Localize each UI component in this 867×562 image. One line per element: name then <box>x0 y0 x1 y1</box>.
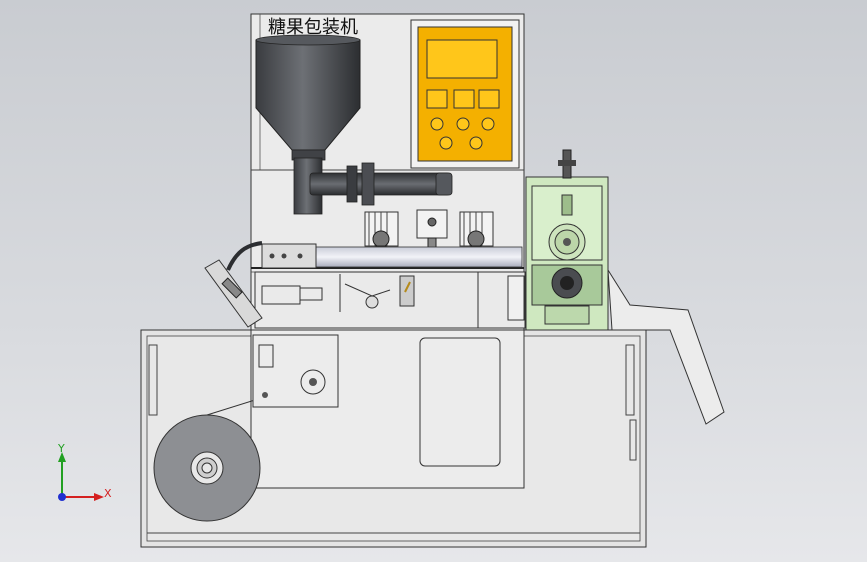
control-panel[interactable] <box>410 19 520 169</box>
gearbox <box>525 149 609 331</box>
y-axis-label: Y <box>57 442 65 455</box>
panel-button-3[interactable] <box>478 89 500 109</box>
panel-button-2[interactable] <box>453 89 475 109</box>
hopper <box>255 34 453 215</box>
z-axis-marker <box>58 493 66 501</box>
round-button-5[interactable] <box>469 136 483 150</box>
round-button-2[interactable] <box>456 117 470 131</box>
round-button-3[interactable] <box>481 117 495 131</box>
x-axis-label: X <box>104 487 112 500</box>
display-screen <box>426 39 498 79</box>
drive-mechanism <box>254 271 526 329</box>
axis-triad: Y X <box>57 442 112 501</box>
guide-rod <box>261 243 523 269</box>
round-button-1[interactable] <box>430 117 444 131</box>
round-button-4[interactable] <box>439 136 453 150</box>
mounting-plate <box>252 334 339 408</box>
drawing-title: 糖果包装机 <box>268 17 358 38</box>
film-guide-arm <box>204 241 263 328</box>
film-reel <box>153 399 261 522</box>
panel-button-1[interactable] <box>426 89 448 109</box>
